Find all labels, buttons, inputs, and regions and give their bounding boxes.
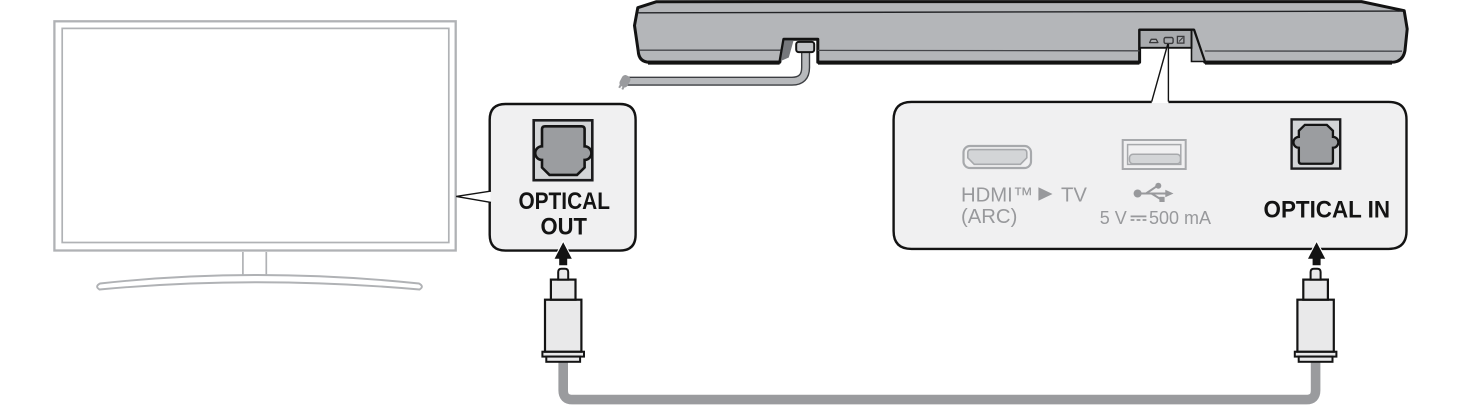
svg-text:(ARC): (ARC)	[961, 206, 1017, 228]
svg-text:OPTICAL: OPTICAL	[518, 188, 610, 215]
svg-text:OUT: OUT	[540, 213, 587, 240]
svg-text:HDMI™: HDMI™	[961, 184, 1033, 206]
svg-text:OPTICAL IN: OPTICAL IN	[1264, 197, 1391, 224]
svg-text:500 mA: 500 mA	[1149, 208, 1211, 228]
svg-text:5 V: 5 V	[1100, 208, 1127, 228]
svg-text:TV: TV	[1061, 184, 1087, 206]
